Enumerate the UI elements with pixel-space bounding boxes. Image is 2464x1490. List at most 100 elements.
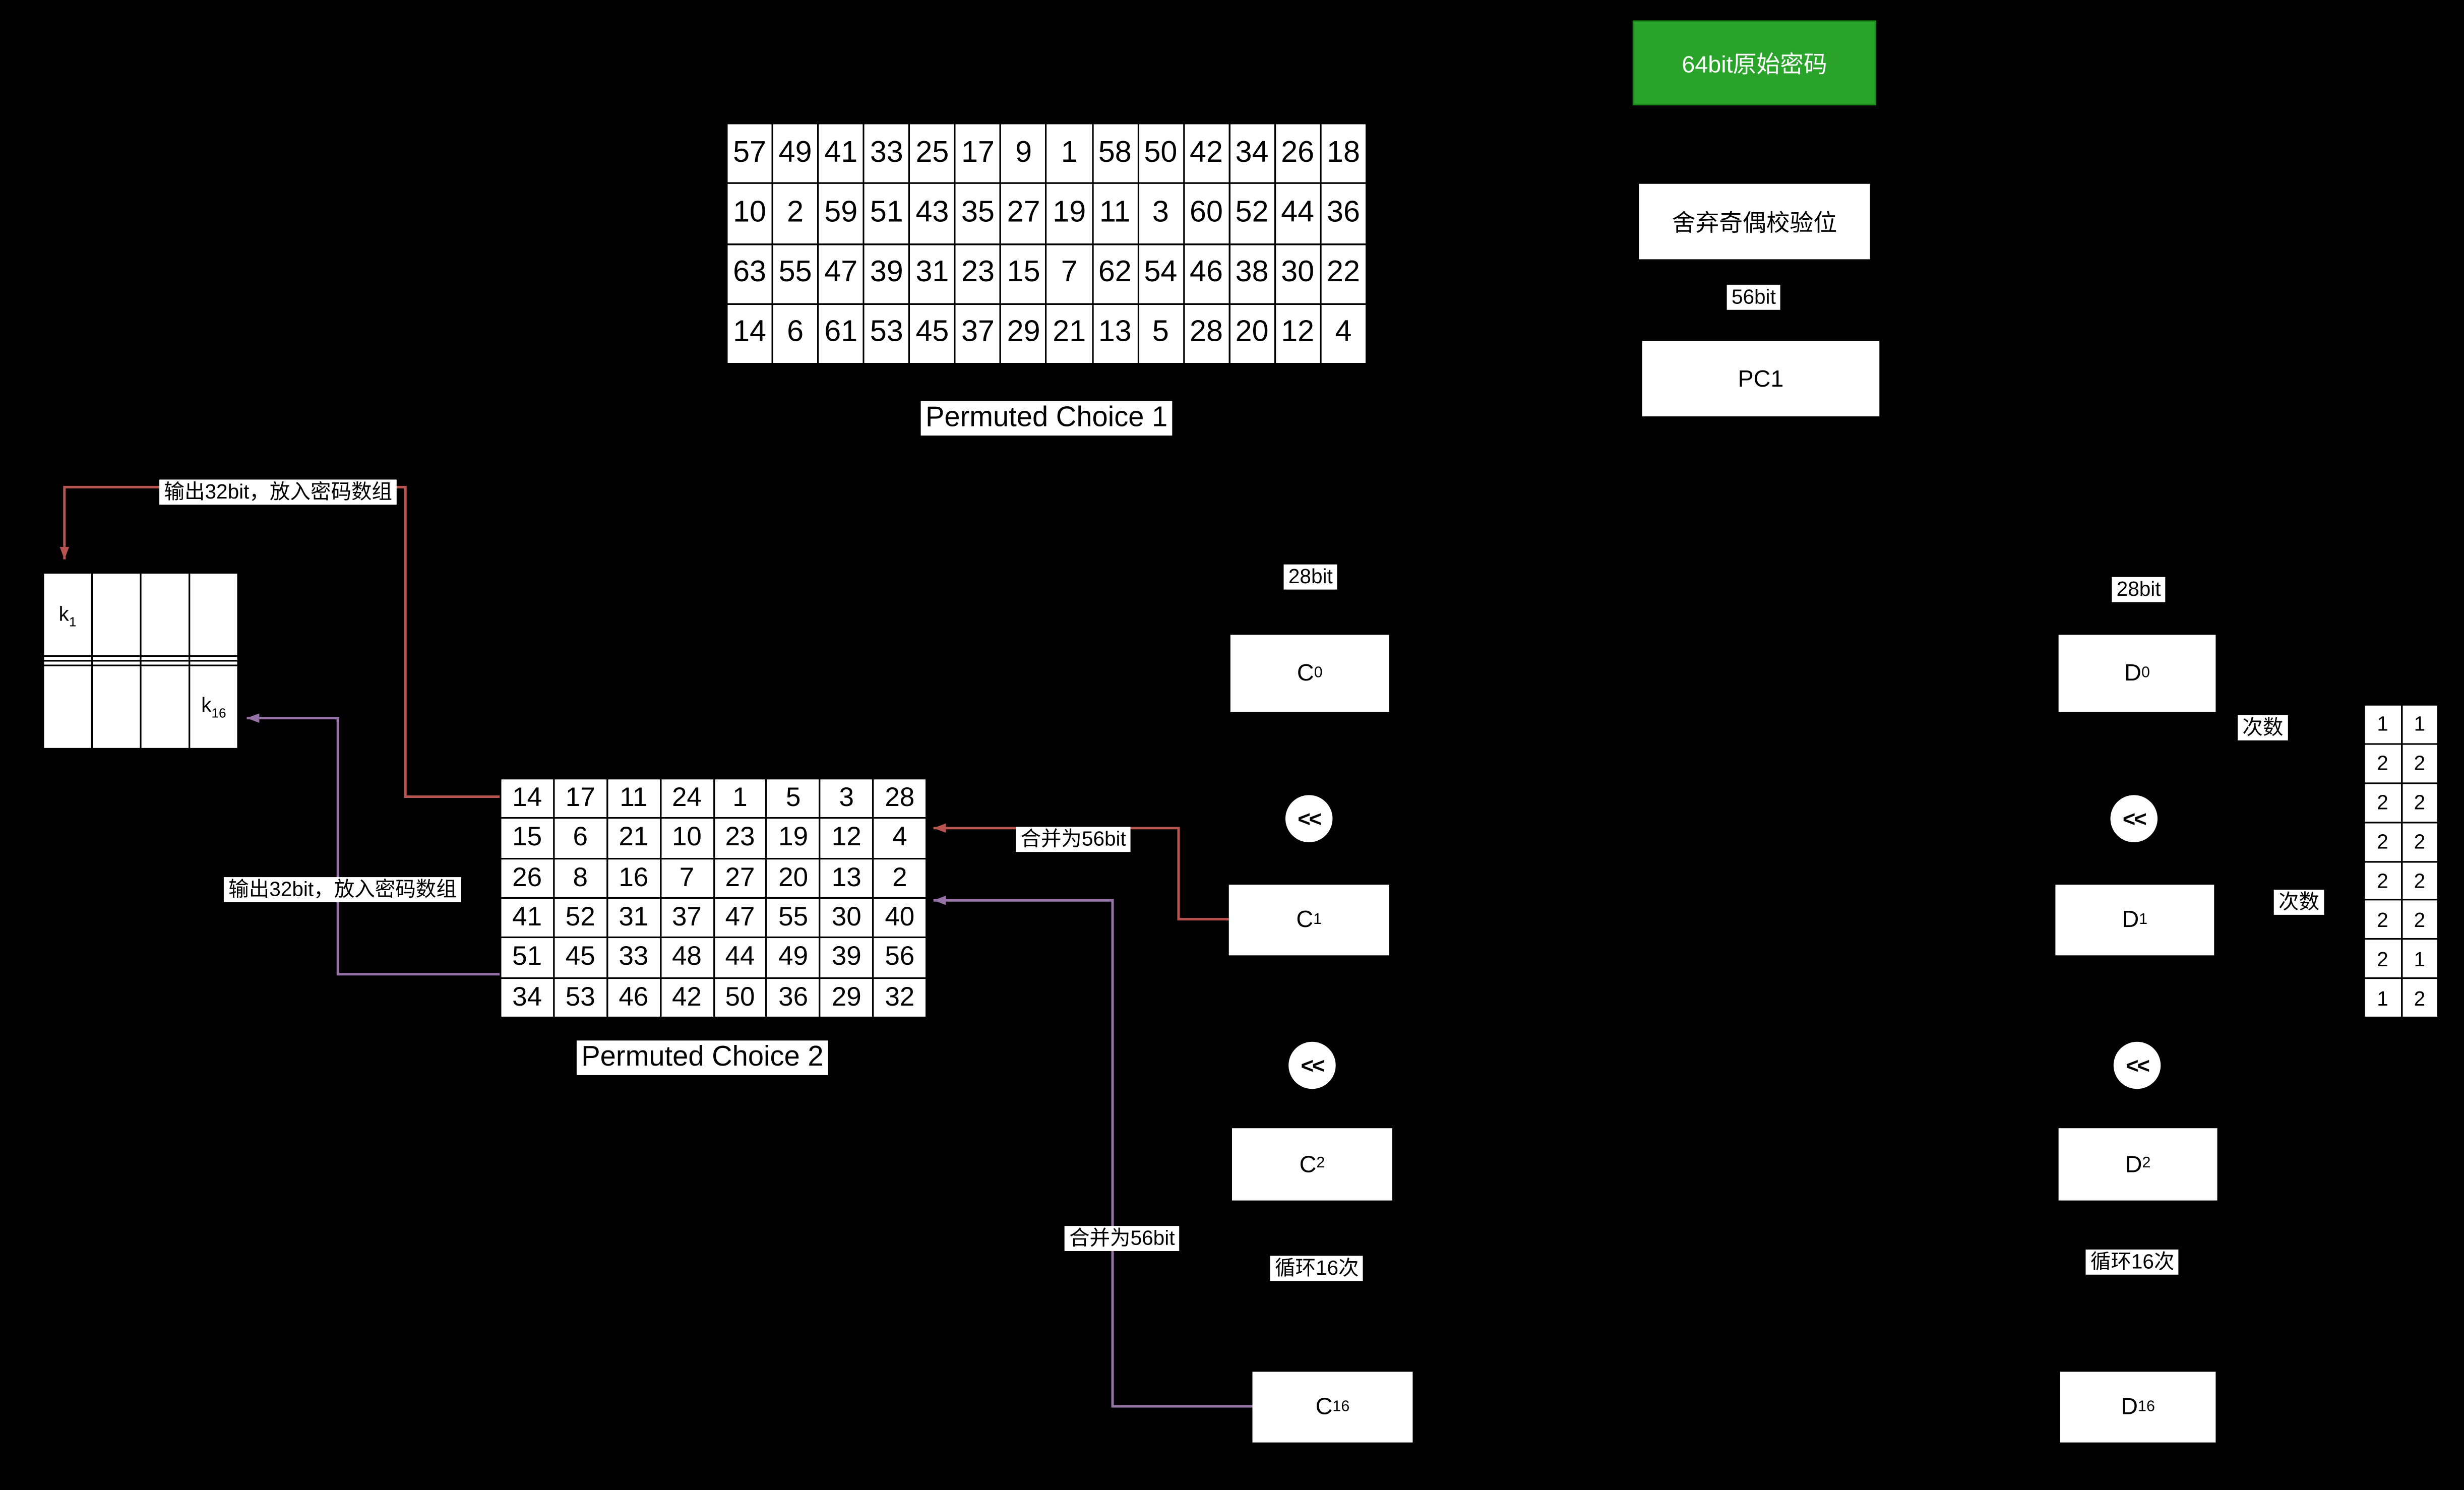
table-cell: 14 bbox=[726, 302, 773, 365]
table-cell: 19 bbox=[1045, 182, 1093, 244]
table-cell bbox=[189, 572, 239, 657]
table-cell: 33 bbox=[863, 122, 910, 184]
table-cell: 8 bbox=[552, 857, 608, 899]
key-label-sub: 1 bbox=[69, 613, 77, 629]
table-cell: 38 bbox=[1228, 242, 1276, 304]
table-cell: 2 bbox=[771, 182, 819, 244]
table-cell: 18 bbox=[1319, 122, 1368, 184]
table-cell: 11 bbox=[1091, 182, 1139, 244]
table-cell: 33 bbox=[606, 937, 661, 978]
table-cell: 41 bbox=[817, 122, 865, 184]
table-cell: 39 bbox=[819, 937, 874, 978]
table-cell: 15 bbox=[500, 817, 555, 859]
register-sub: 2 bbox=[2142, 1155, 2151, 1172]
table-cell: 27 bbox=[712, 857, 768, 899]
table-row bbox=[42, 660, 239, 666]
table-cell: 57 bbox=[726, 122, 773, 184]
table-cell: 36 bbox=[766, 976, 821, 1019]
table-cell bbox=[189, 655, 239, 662]
table-cell: 27 bbox=[1000, 182, 1048, 244]
source-password-box: 64bit原始密码 bbox=[1632, 20, 1877, 105]
table-cell: 19 bbox=[766, 817, 821, 859]
register-label: D bbox=[2122, 906, 2139, 934]
table-cell: 17 bbox=[954, 122, 1002, 184]
table-cell: 59 bbox=[817, 182, 865, 244]
table-cell bbox=[189, 660, 239, 666]
table-cell: 45 bbox=[552, 937, 608, 978]
table-cell: 10 bbox=[726, 182, 773, 244]
table-cell: 5 bbox=[1137, 302, 1185, 365]
table-cell: 43 bbox=[908, 182, 956, 244]
table-cell: 53 bbox=[863, 302, 910, 365]
d-left-shift-node-2: << bbox=[2113, 1041, 2161, 1089]
table-cell: 34 bbox=[500, 976, 555, 1019]
d-bits-label: 28bit bbox=[2112, 577, 2166, 602]
table-cell: 22 bbox=[1319, 242, 1368, 304]
table-cell: 36 bbox=[1319, 182, 1368, 244]
table-cell: 4 bbox=[1319, 302, 1368, 365]
key-label-sub: 16 bbox=[211, 705, 226, 721]
table-cell: 26 bbox=[1274, 122, 1322, 184]
table-cell: 20 bbox=[1228, 302, 1276, 365]
table-cell: 42 bbox=[1183, 122, 1230, 184]
table-cell bbox=[140, 660, 191, 666]
table-cell: 2 bbox=[2400, 821, 2439, 862]
table-cell: 44 bbox=[712, 937, 768, 978]
shift-count-label-1: 次数 bbox=[2238, 715, 2288, 740]
cell-k16: k16 bbox=[189, 664, 239, 750]
register-label: D bbox=[2124, 660, 2141, 687]
register-label: C bbox=[1315, 1394, 1333, 1421]
table-cell: 30 bbox=[819, 897, 874, 939]
register-sub: 16 bbox=[1332, 1398, 1350, 1415]
table-cell: 32 bbox=[872, 976, 928, 1019]
table-cell: 62 bbox=[1091, 242, 1139, 304]
table-cell: 47 bbox=[712, 897, 768, 939]
table-cell: 17 bbox=[552, 778, 608, 820]
table-row: k16 bbox=[42, 664, 239, 750]
table-cell: 56 bbox=[872, 937, 928, 978]
table-cell: 5 bbox=[766, 778, 821, 820]
table-cell: 2 bbox=[2363, 743, 2402, 784]
c-left-shift-node-2: << bbox=[1288, 1041, 1336, 1089]
table-cell: 58 bbox=[1091, 122, 1139, 184]
table-cell bbox=[91, 655, 142, 662]
table-cell: 26 bbox=[500, 857, 555, 899]
table-cell: 37 bbox=[659, 897, 714, 939]
table-cell: 4 bbox=[872, 817, 928, 859]
arrow-pc2-to-k16 bbox=[247, 713, 500, 976]
table-cell: 23 bbox=[712, 817, 768, 859]
table-cell: 63 bbox=[726, 242, 773, 304]
table-cell: 1 bbox=[2400, 704, 2439, 745]
table-cell: 2 bbox=[2400, 860, 2439, 901]
register-label: C bbox=[1297, 660, 1314, 687]
c-left-shift-node-1: << bbox=[1285, 795, 1333, 842]
table-cell: 55 bbox=[766, 897, 821, 939]
table-cell: 13 bbox=[819, 857, 874, 899]
register-label: C bbox=[1299, 1151, 1317, 1178]
register-sub: 1 bbox=[2139, 910, 2148, 928]
table-cell: 12 bbox=[1274, 302, 1322, 365]
table-cell bbox=[91, 664, 142, 750]
arrow-pc2-to-k1 bbox=[59, 485, 500, 798]
table-cell: 55 bbox=[771, 242, 819, 304]
edge-label-merge56-c1: 合并为56bit bbox=[1016, 827, 1131, 851]
table-cell: 44 bbox=[1274, 182, 1322, 244]
